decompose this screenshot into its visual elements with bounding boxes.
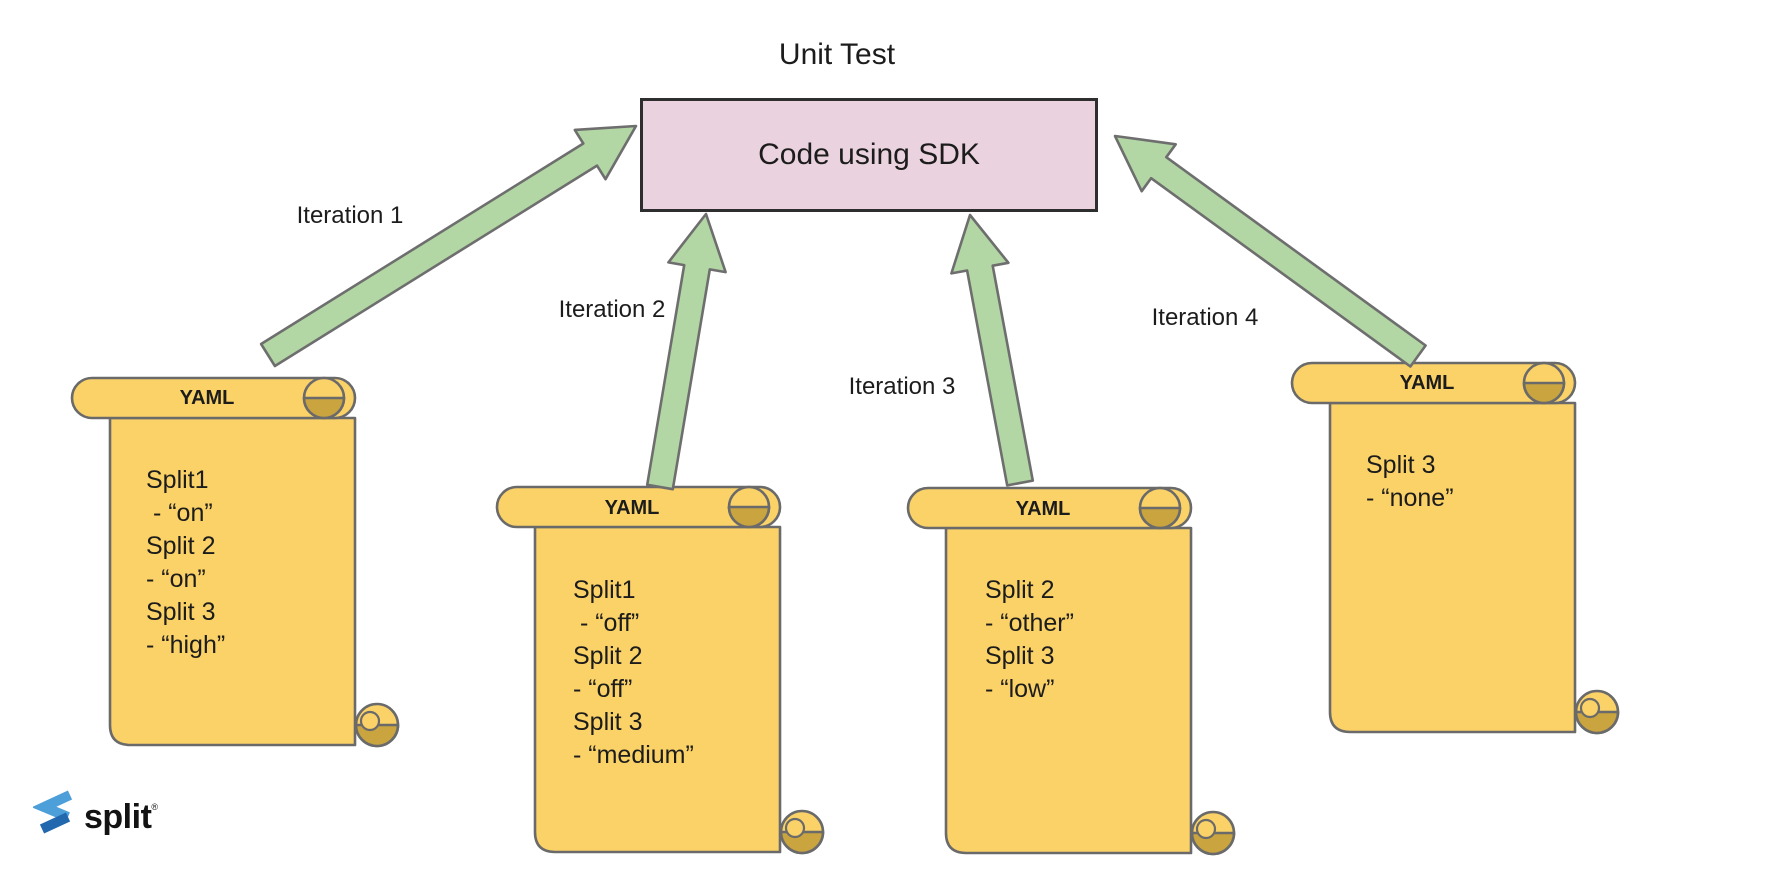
scroll-1-content: Split1 - “on” Split 2 - “on” Split 3 - “… [146,466,226,659]
scroll-2-header-label: YAML [604,497,660,519]
scroll-3-header-label: YAML [1015,498,1071,520]
iteration-1-label: Iteration 1 [296,202,404,229]
split-logo-wordmark: split® [84,798,158,836]
scroll-4-header-label: YAML [1399,372,1455,394]
split-logo: split® [33,783,158,841]
page-title: Unit Test [778,38,896,71]
iteration-arrow-3 [950,213,1035,487]
scroll-4-content: Split 3 - “none” [1366,451,1454,512]
scroll-1-header-label: YAML [179,387,235,409]
yaml-scroll-shape-3 [906,486,1236,856]
yaml-scroll-shape-1 [70,376,400,748]
iteration-3-label: Iteration 3 [848,373,956,400]
iteration-2-label: Iteration 2 [558,296,666,323]
scroll-2-content: Split1 - “off” Split 2 - “off” Split 3 -… [573,576,694,769]
split-logo-icon [33,790,73,834]
yaml-scroll-shape-4 [1290,361,1620,735]
registered-mark: ® [151,802,158,812]
yaml-scroll-shape-2 [495,485,825,855]
iteration-4-label: Iteration 4 [1151,304,1259,331]
code-using-sdk-box: Code using SDK [640,98,1098,212]
iteration-arrow-4 [1113,134,1427,368]
iteration-arrow-2 [645,212,727,491]
iteration-arrow-1 [259,124,638,368]
scroll-3-content: Split 2 - “other” Split 3 - “low” [985,576,1074,703]
